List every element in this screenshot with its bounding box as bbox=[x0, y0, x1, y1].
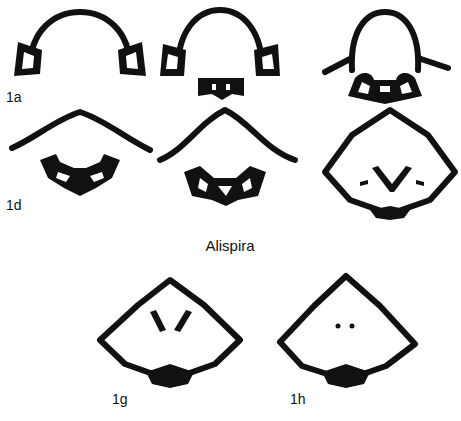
keel bbox=[146, 364, 194, 388]
shell-section bbox=[325, 110, 455, 214]
internal-cavity bbox=[198, 178, 252, 196]
internal-structure bbox=[184, 166, 266, 206]
shell-flange bbox=[325, 58, 448, 72]
internal-cavity bbox=[358, 82, 412, 94]
internal-structure bbox=[336, 324, 341, 329]
internal-structure bbox=[198, 78, 244, 100]
wing bbox=[14, 42, 146, 76]
shell-section bbox=[178, 10, 262, 68]
keel bbox=[370, 206, 410, 220]
shell-section bbox=[30, 12, 130, 68]
internal-structure bbox=[348, 73, 422, 104]
figure-number: 1g bbox=[112, 392, 128, 406]
keel bbox=[322, 364, 370, 388]
shell-section bbox=[280, 276, 415, 380]
shell-section bbox=[352, 12, 418, 70]
wing bbox=[160, 44, 280, 76]
internal-structure bbox=[360, 180, 424, 186]
figure-number: 1h bbox=[290, 392, 306, 406]
shell-section bbox=[160, 110, 295, 160]
internal-structure bbox=[350, 324, 355, 329]
internal-structure bbox=[150, 310, 192, 332]
wing-cavity bbox=[22, 52, 138, 69]
internal-structure bbox=[40, 154, 120, 196]
internal-structure bbox=[372, 166, 412, 192]
internal-cavity bbox=[56, 172, 104, 182]
figure-number: 1d bbox=[6, 198, 22, 212]
wing-cavity bbox=[166, 54, 274, 69]
figure-number: 1a bbox=[6, 90, 22, 104]
internal-cavity bbox=[212, 84, 230, 90]
genus-name: Alispira bbox=[205, 238, 254, 253]
shell-section bbox=[12, 112, 150, 150]
